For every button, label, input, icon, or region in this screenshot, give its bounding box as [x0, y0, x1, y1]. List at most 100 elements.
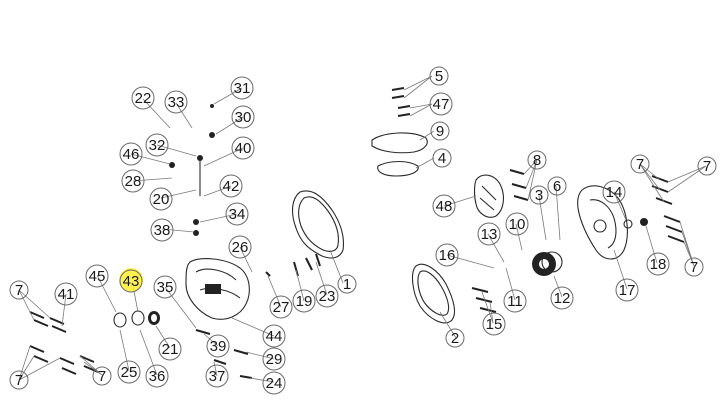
- callout-ring: [269, 295, 293, 319]
- callout-c47: 47: [429, 92, 453, 116]
- callout-ring: [121, 169, 145, 193]
- part-17-bore: [593, 219, 607, 233]
- callout-ring: [9, 280, 29, 300]
- part-45-ring: [113, 312, 127, 328]
- callout-ring: [262, 371, 286, 395]
- bolt-set-top: [391, 87, 411, 117]
- callout-ring: [547, 176, 567, 196]
- callout-c32: 32: [145, 133, 169, 157]
- callout-number: 31: [234, 80, 251, 97]
- callout-number: 32: [149, 137, 166, 154]
- callout-ring: [150, 218, 174, 242]
- callout-number: 7: [15, 372, 23, 389]
- callout-c46: 46: [119, 142, 143, 166]
- callout-ring: [219, 174, 243, 198]
- callout-c35: 35: [153, 275, 177, 299]
- callout-number: 34: [229, 206, 246, 223]
- callout-number: 7: [98, 368, 106, 385]
- callout-ring: [131, 86, 155, 110]
- callout-number: 30: [235, 109, 252, 126]
- part-31-pin: [210, 104, 214, 108]
- callout-c21: 21: [158, 337, 182, 361]
- callout-number: 39: [210, 338, 227, 355]
- callout-number: 3: [535, 187, 543, 204]
- callout-c9: 9: [430, 121, 450, 141]
- callout-ring: [445, 328, 465, 348]
- callout-ring: [119, 269, 143, 293]
- callout-number: 24: [266, 375, 283, 392]
- callout-number: 13: [481, 226, 498, 243]
- callout-c30: 30: [231, 105, 255, 129]
- callout-ring: [231, 105, 255, 129]
- callout-c7e: 7: [697, 156, 717, 176]
- part-drawings: [29, 87, 685, 379]
- callout-c37: 37: [205, 364, 229, 388]
- callout-ring: [149, 187, 173, 211]
- callout-ring: [262, 347, 286, 371]
- callout-c33: 33: [164, 90, 188, 114]
- callout-c10: 10: [505, 212, 529, 236]
- callout-ring: [630, 154, 650, 174]
- part-14-washer: [623, 219, 633, 229]
- callout-ring: [432, 148, 452, 168]
- callout-c39: 39: [206, 334, 230, 358]
- callout-c40: 40: [231, 136, 255, 160]
- callout-number: 7: [15, 282, 23, 299]
- callout-ring: [9, 370, 29, 390]
- callout-number: 47: [433, 96, 450, 113]
- callout-number: 20: [153, 191, 170, 208]
- callout-number: 44: [266, 328, 283, 345]
- callout-c6: 6: [547, 176, 567, 196]
- callout-ring: [505, 212, 529, 236]
- callout-c38: 38: [150, 218, 174, 242]
- callout-number: 8: [533, 152, 541, 169]
- callout-number: 33: [168, 94, 185, 111]
- callout-number: 1: [343, 276, 351, 293]
- callout-number: 19: [296, 293, 313, 310]
- callout-ring: [153, 275, 177, 299]
- callout-c16: 16: [435, 243, 459, 267]
- part-44-block: [205, 284, 221, 294]
- callout-number: 4: [438, 150, 446, 167]
- callout-ring: [429, 92, 453, 116]
- callout-c7c: 7: [92, 366, 112, 386]
- callout-c22: 22: [131, 86, 155, 110]
- callout-c25: 25: [117, 360, 141, 384]
- callout-number: 43: [123, 273, 140, 290]
- callout-number: 45: [89, 268, 106, 285]
- callout-number: 15: [486, 316, 503, 333]
- part-34-washer: [193, 219, 199, 225]
- callout-ring: [337, 274, 357, 294]
- callout-ring: [646, 252, 670, 276]
- callout-c36: 36: [145, 364, 169, 388]
- callout-ring: [529, 185, 549, 205]
- callout-number: 28: [125, 173, 142, 190]
- callout-c17: 17: [615, 278, 639, 302]
- callout-c11: 11: [503, 289, 527, 313]
- bolt-set-right: [471, 169, 685, 313]
- callout-number: 11: [507, 293, 523, 310]
- callout-c3: 3: [529, 185, 549, 205]
- part-12-gear: [532, 251, 563, 276]
- part-48-ribs: [479, 185, 497, 211]
- callout-number: 17: [619, 282, 636, 299]
- callout-ring: [432, 194, 456, 218]
- callout-c23: 23: [315, 284, 339, 308]
- callout-c43: 43: [119, 269, 143, 293]
- bolt-set-center: [195, 253, 321, 379]
- part-4-seal: [377, 160, 419, 177]
- part-46-ball: [169, 162, 175, 168]
- callout-ring: [145, 364, 169, 388]
- callout-ring: [477, 222, 501, 246]
- callout-ring: [602, 180, 626, 204]
- callout-number: 6: [553, 178, 561, 195]
- callout-ring: [119, 142, 143, 166]
- callout-c15: 15: [482, 312, 506, 336]
- callout-c14: 14: [602, 180, 626, 204]
- callout-c24: 24: [262, 371, 286, 395]
- callout-c13: 13: [477, 222, 501, 246]
- callout-c27: 27: [269, 295, 293, 319]
- callout-number: 35: [157, 279, 174, 296]
- callout-ring: [231, 136, 255, 160]
